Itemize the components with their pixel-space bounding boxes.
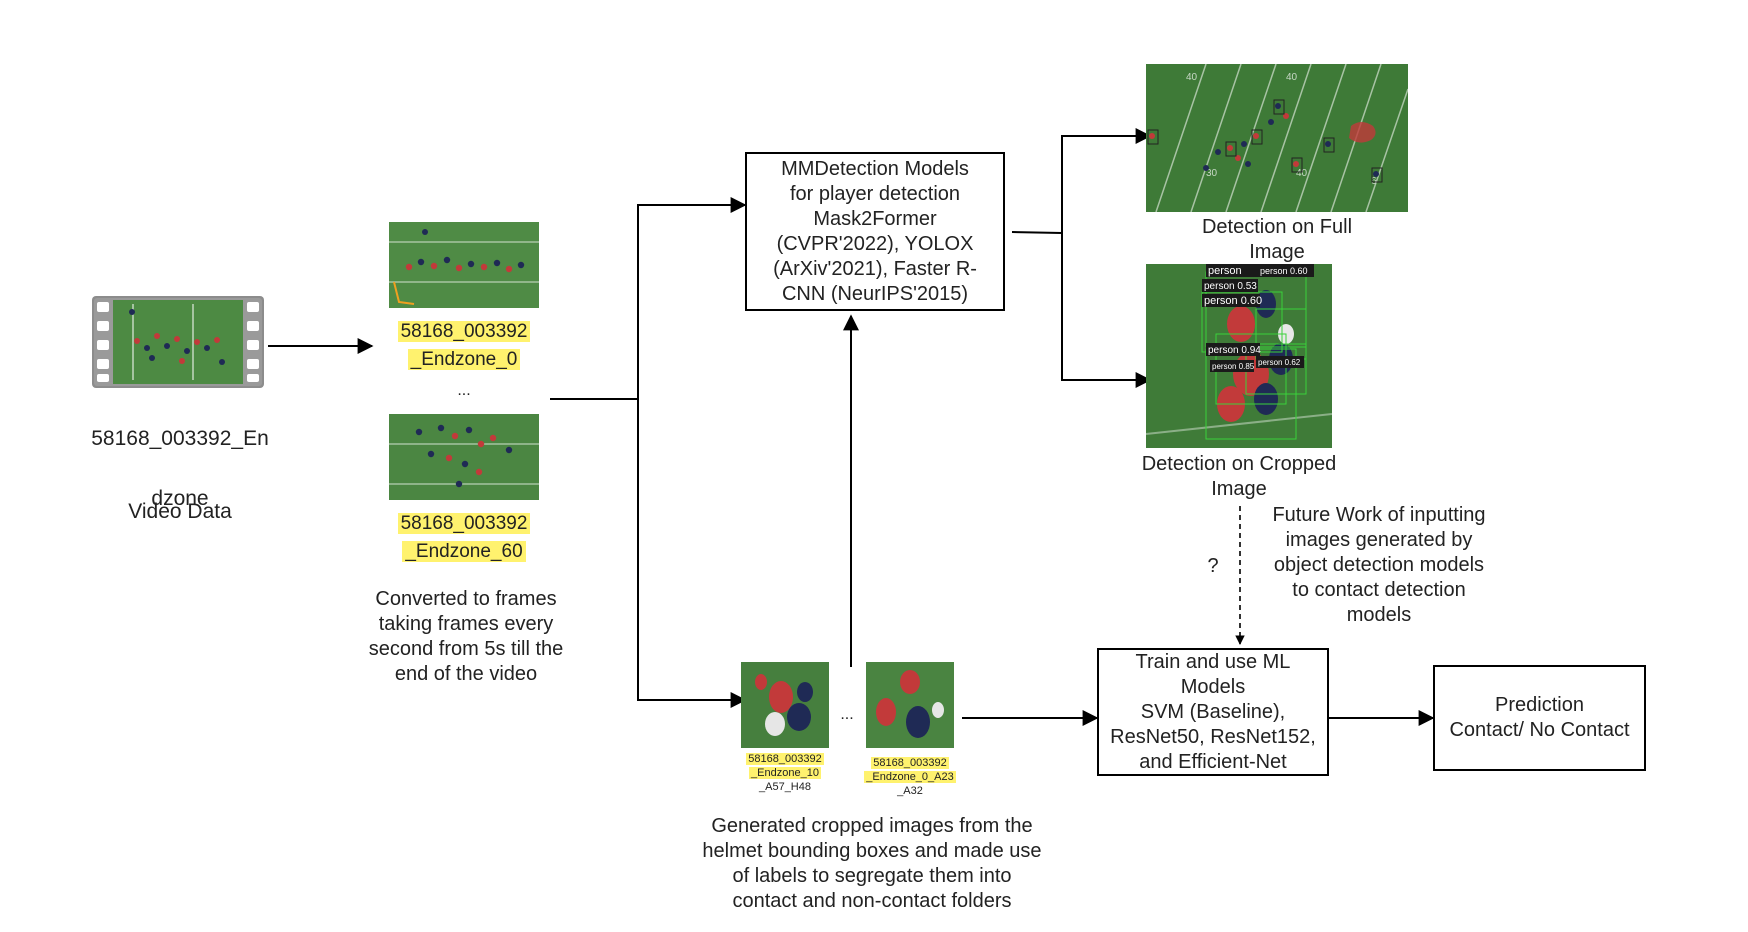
detection-cropped-caption: Detection on Cropped Image (1141, 453, 1337, 500)
field-number-1: 40 (1186, 72, 1198, 83)
arrow-to-crops (637, 399, 747, 708)
mmdetection-box: MMDetection Models for player detection … (745, 152, 1005, 311)
frame-thumbnail-first (389, 222, 539, 308)
det-label-1: person (1208, 265, 1242, 277)
crop-label-second: 58168_003392 _Endzone_0_A23 _A32 (858, 756, 962, 798)
frame-label-first-b: _Endzone_0 (407, 349, 521, 370)
crops-description: Generated cropped images from the helmet… (702, 815, 1042, 912)
ml-models-box: Train and use ML Models SVM (Baseline), … (1097, 648, 1329, 776)
crop-label-second-line3: _A32 (897, 785, 923, 797)
det-label-6: person 0.62 (1258, 358, 1301, 367)
video-filename-line2: dzone (151, 487, 209, 510)
detection-full-caption: Detection on Full Image (1201, 216, 1353, 263)
field-number-4: 40 (1296, 168, 1308, 179)
crop-thumbnail-first (741, 662, 829, 748)
frames-description: Converted to frames taking frames every … (368, 588, 564, 685)
arrow-to-full-detection (1061, 128, 1152, 233)
frame-thumbnail-last (389, 414, 539, 500)
line-mmdet-out (1011, 231, 1063, 234)
frame-label-first-a: 58168_003392 (397, 321, 531, 342)
crop-label-first-line2: _Endzone_10 (749, 767, 821, 779)
det-label-4: person 0.60 (1204, 295, 1262, 307)
crop-label-first-line3: _A57_H48 (759, 781, 811, 793)
video-caption: Video Data (128, 500, 232, 523)
future-work-text: Future Work of inputting images generate… (1272, 504, 1486, 626)
ml-models-box-text: Train and use ML Models SVM (Baseline), … (1110, 650, 1316, 773)
field-number-3: 30 (1206, 168, 1218, 179)
crop-label-first-line1: 58168_003392 (746, 753, 824, 765)
det-label-3: person 0.53 (1204, 281, 1257, 292)
future-work-question: ? (1207, 555, 1219, 577)
prediction-box: Prediction Contact/ No Contact (1433, 665, 1646, 771)
crop-label-second-line1: 58168_003392 (871, 757, 949, 769)
frame-label-last: 58168_003392 _Endzone_60 (389, 510, 539, 566)
crop-label-first: 58168_003392 _Endzone_10 _A57_H48 (733, 752, 837, 794)
detection-cropped-image: person person 0.60 person 0.53 person 0.… (1146, 264, 1332, 448)
frame-label-last-b: _Endzone_60 (402, 541, 526, 562)
frames-ellipsis: ... (457, 382, 471, 399)
crop-label-second-line2: _Endzone_0_A23 (864, 771, 956, 783)
mmdetection-box-text: MMDetection Models for player detection … (773, 157, 977, 305)
crops-ellipsis: ... (840, 706, 854, 723)
prediction-box-text: Prediction Contact/ No Contact (1449, 694, 1630, 741)
detection-full-image: 40 40 30 40 6 (1146, 64, 1408, 212)
frame-label-first: 58168_003392 _Endzone_0 (389, 318, 539, 374)
field-number-2: 40 (1286, 72, 1298, 83)
det-label-2: person 0.60 (1260, 266, 1308, 276)
arrow-to-mmdet (637, 197, 747, 399)
arrow-to-cropped-detection (1061, 233, 1152, 388)
video-filename: 58168_003392_En dzone (76, 394, 284, 544)
video-film-icon (92, 296, 264, 388)
crop-thumbnail-second (866, 662, 954, 748)
det-label-5: person 0.94 (1208, 345, 1261, 356)
video-filename-line1: 58168_003392_En (91, 427, 269, 450)
frame-label-last-a: 58168_003392 (397, 513, 531, 534)
det-label-7: person 0.85 (1212, 362, 1255, 371)
